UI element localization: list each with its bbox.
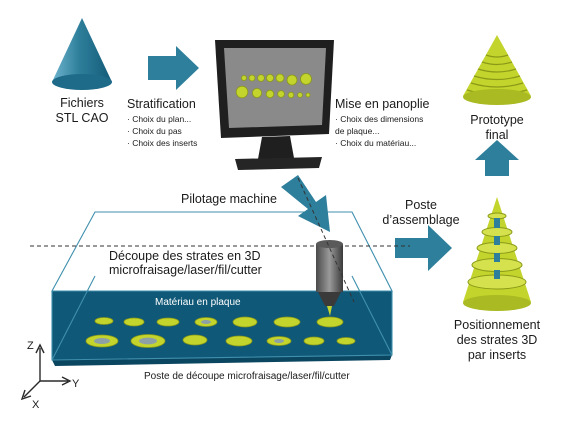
positioning-line-1: Positionnement	[453, 318, 541, 332]
positioning-label: Positionnement des strates 3D par insert…	[432, 318, 562, 363]
stratification-item: · Choix du pas	[127, 125, 182, 136]
stratification-item: · Choix des inserts	[127, 137, 198, 148]
panoplie-list: · Choix des dimensions de plaque... · Ch…	[335, 114, 430, 150]
panoplie-item: · Choix des dimensions	[335, 114, 424, 124]
assembly-station-label: Poste d’assemblage	[373, 198, 469, 228]
positioning-line-3: par inserts	[467, 348, 527, 362]
axis-x-label: X	[32, 399, 40, 411]
axis-z-label: Z	[27, 340, 34, 352]
material-label: Matériau en plaque	[155, 297, 241, 308]
layered-cone-icon	[463, 197, 531, 311]
plate-discs	[85, 316, 356, 348]
cutting-station-label: Poste de découpe microfraisage/laser/fil…	[144, 371, 350, 382]
stratification-title: Stratification	[127, 97, 196, 111]
positioning-line-2: des strates 3D	[456, 333, 538, 347]
prototype-cone-icon	[463, 35, 531, 105]
prototype-label: Prototype final	[457, 113, 537, 143]
stratification-item: · Choix du plan...	[127, 114, 192, 124]
arrow-up-icon	[475, 140, 519, 176]
source-line-2: STL CAO	[55, 111, 109, 125]
pilot-arrow-icon	[281, 175, 330, 232]
panoplie-block: Mise en panoplie · Choix des dimensions …	[335, 97, 430, 150]
decoupe-label: Découpe des strates en 3D microfraisage/…	[109, 249, 262, 278]
source-line-1: Fichiers	[60, 96, 104, 110]
decoupe-line-1: Découpe des strates en 3D	[109, 249, 261, 263]
prototype-line-2: final	[485, 128, 509, 142]
prototype-line-1: Prototype	[470, 113, 524, 127]
assembly-line-2: d’assemblage	[382, 213, 460, 227]
stratification-block: Stratification · Choix du plan... · Choi…	[127, 97, 197, 150]
arrow-right-icon	[148, 46, 199, 90]
panoplie-title: Mise en panoplie	[335, 97, 430, 111]
panoplie-item: de plaque...	[335, 125, 380, 136]
arrow-right-icon	[395, 225, 452, 271]
cad-cone-icon	[52, 18, 112, 90]
axis-y-label: Y	[72, 378, 80, 390]
assembly-line-1: Poste	[405, 198, 437, 212]
panoplie-item: · Choix du matériau...	[335, 137, 417, 148]
monitor-icon	[215, 40, 334, 170]
pilotage-label: Pilotage machine	[181, 192, 277, 206]
decoupe-line-2: microfraisage/laser/fil/cutter	[109, 263, 262, 278]
stratification-list: · Choix du plan... · Choix du pas · Choi…	[127, 114, 197, 150]
axes-icon	[20, 343, 72, 401]
source-files-label: Fichiers STL CAO	[50, 96, 114, 126]
pilot-beam	[297, 177, 355, 303]
